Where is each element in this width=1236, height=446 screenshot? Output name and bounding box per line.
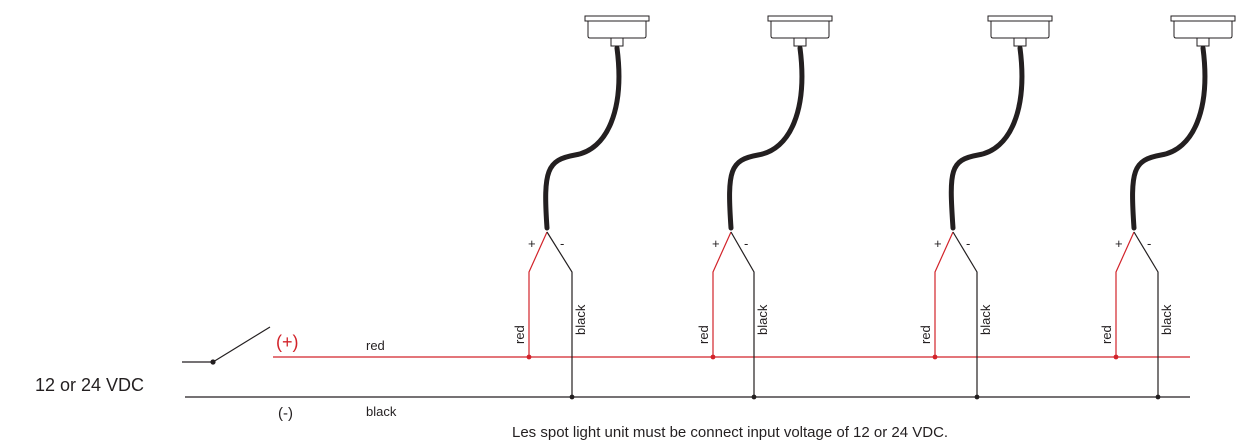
fixture-connector xyxy=(1196,37,1210,47)
black-junction-dot xyxy=(569,394,575,400)
unit-red-label: red xyxy=(1099,325,1114,344)
fixture-connector xyxy=(1013,37,1027,47)
black-junction-dot xyxy=(974,394,980,400)
unit-minus-sign: - xyxy=(560,236,564,251)
black-lead xyxy=(1133,231,1159,397)
red-lead xyxy=(712,231,732,357)
fixture-cable xyxy=(1130,45,1208,231)
red-lead xyxy=(934,231,954,357)
supply-voltage-label: 12 or 24 VDC xyxy=(35,375,144,395)
spot-light-unit: + - red black xyxy=(1099,15,1236,400)
switch xyxy=(182,326,271,365)
black-lead xyxy=(546,231,573,397)
fixture-cable xyxy=(727,45,805,231)
spot-light-unit: + - red black xyxy=(512,15,650,400)
positive-wire-color-label: red xyxy=(366,338,385,353)
fixture-cable xyxy=(948,45,1025,231)
unit-black-label: black xyxy=(1159,304,1174,335)
unit-minus-sign: - xyxy=(744,236,748,251)
unit-minus-sign: - xyxy=(1147,236,1151,251)
red-junction-dot xyxy=(1113,354,1119,360)
voltage-note: Les spot light unit must be connect inpu… xyxy=(512,424,948,441)
red-junction-dot xyxy=(526,354,532,360)
red-lead xyxy=(528,231,548,357)
unit-plus-sign: + xyxy=(712,236,720,251)
unit-plus-sign: + xyxy=(934,236,942,251)
unit-plus-sign: + xyxy=(528,236,536,251)
negative-wire-color-label: black xyxy=(366,404,397,419)
red-lead xyxy=(1115,231,1135,357)
red-junction-dot xyxy=(932,354,938,360)
fixture-connector xyxy=(793,37,807,47)
spot-light-units: + - red black + - red black + - red black + - red black xyxy=(512,15,1236,400)
spot-light-unit: + - red black xyxy=(918,15,1053,400)
unit-minus-sign: - xyxy=(966,236,970,251)
unit-plus-sign: + xyxy=(1115,236,1123,251)
fixture-cable xyxy=(543,45,622,231)
black-lead xyxy=(730,231,755,397)
black-junction-dot xyxy=(1155,394,1161,400)
spot-light-fixture xyxy=(767,15,833,39)
black-junction-dot xyxy=(751,394,757,400)
unit-red-label: red xyxy=(696,325,711,344)
black-lead xyxy=(952,231,978,397)
spot-light-fixture xyxy=(1170,15,1236,39)
spot-light-fixture xyxy=(584,15,650,39)
unit-black-label: black xyxy=(755,304,770,335)
spot-light-unit: + - red black xyxy=(696,15,833,400)
unit-red-label: red xyxy=(918,325,933,344)
negative-polarity-label: (-) xyxy=(278,405,293,422)
positive-polarity-label: (+) xyxy=(276,332,299,352)
unit-red-label: red xyxy=(512,325,527,344)
unit-black-label: black xyxy=(978,304,993,335)
fixture-connector xyxy=(610,37,624,47)
spot-light-fixture xyxy=(987,15,1053,39)
unit-black-label: black xyxy=(573,304,588,335)
red-junction-dot xyxy=(710,354,716,360)
